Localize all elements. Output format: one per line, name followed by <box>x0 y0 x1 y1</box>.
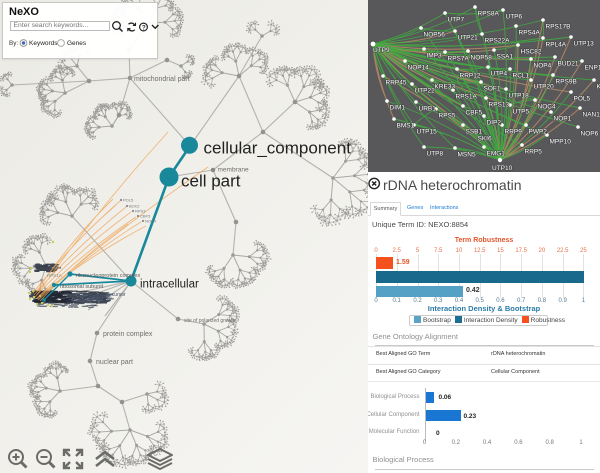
svg-text:RRP5: RRP5 <box>525 149 543 156</box>
svg-text:RPS13: RPS13 <box>489 102 510 109</box>
svg-text:UTP5: UTP5 <box>513 109 530 116</box>
svg-text:UTP21: UTP21 <box>458 35 479 42</box>
svg-text:RRP12: RRP12 <box>460 73 481 80</box>
svg-text:SOF1: SOF1 <box>484 86 501 93</box>
svg-text:MSN5: MSN5 <box>458 152 476 159</box>
svg-text:RPL4A: RPL4A <box>546 42 567 49</box>
svg-text:mitochondrial part: mitochondrial part <box>134 76 190 83</box>
svg-text:NOP58: NOP58 <box>471 55 493 62</box>
svg-text:cellular_component: cellular_component <box>204 139 352 158</box>
svg-text:RPS3: RPS3 <box>135 209 146 214</box>
svg-text:UTP13: UTP13 <box>574 41 595 48</box>
svg-text:protein complex: protein complex <box>103 331 153 338</box>
svg-text:intracellular: intracellular <box>140 279 199 291</box>
svg-text:RRP45: RRP45 <box>386 80 407 87</box>
svg-text:RPS4A: RPS4A <box>519 30 541 37</box>
svg-text:UTP6: UTP6 <box>506 14 523 21</box>
svg-text:RCL1: RCL1 <box>513 73 530 80</box>
svg-text:NOP14: NOP14 <box>408 65 430 72</box>
svg-text:UTP4: UTP4 <box>491 71 508 78</box>
svg-text:URB1: URB1 <box>419 106 437 113</box>
svg-text:BCK2: BCK2 <box>129 204 140 209</box>
svg-text:NAN1: NAN1 <box>583 112 600 119</box>
svg-text:UTP10: UTP10 <box>492 165 513 172</box>
svg-text:NOP6: NOP6 <box>581 131 599 138</box>
svg-text:EMG1: EMG1 <box>487 151 506 158</box>
svg-text:ribonucleoprotein complex: ribonucleoprotein complex <box>76 273 140 279</box>
svg-text:SSB1: SSB1 <box>466 129 483 136</box>
svg-text:UTP7: UTP7 <box>448 17 465 24</box>
svg-text:cell part: cell part <box>181 172 241 191</box>
svg-text:SSA1: SSA1 <box>497 54 514 61</box>
svg-text:KRE1: KRE1 <box>597 84 600 91</box>
svg-text:RPS5: RPS5 <box>439 113 456 120</box>
svg-text:RPS1A: RPS1A <box>456 94 478 101</box>
svg-text:UTP9: UTP9 <box>373 47 390 54</box>
svg-text:NOP4: NOP4 <box>145 219 157 224</box>
svg-text:HSC82: HSC82 <box>521 49 542 56</box>
svg-text:RPS17B: RPS17B <box>546 24 571 31</box>
svg-text:DIP2: DIP2 <box>487 120 502 127</box>
svg-text:ENP1: ENP1 <box>585 65 600 72</box>
svg-text:UTP18: UTP18 <box>509 93 530 100</box>
svg-text:membrane: membrane <box>218 167 249 174</box>
svg-text:UTP8: UTP8 <box>427 151 444 158</box>
svg-text:RPS1A: RPS1A <box>47 273 62 278</box>
svg-text:UTP22: UTP22 <box>415 88 436 95</box>
svg-text:KRE33: KRE33 <box>435 84 456 91</box>
svg-text:NOP4: NOP4 <box>534 63 552 70</box>
svg-text:NOP1: NOP1 <box>554 116 572 123</box>
svg-text:ribosomal subunit precursor: ribosomal subunit precursor <box>64 292 126 298</box>
svg-text:RPS9B: RPS9B <box>556 79 577 86</box>
svg-text:UTP15: UTP15 <box>417 129 438 136</box>
svg-text:RPS7A: RPS7A <box>448 56 470 63</box>
svg-text:POL5: POL5 <box>123 198 134 203</box>
svg-text:nuclear part: nuclear part <box>96 359 133 366</box>
svg-text:site of polarized growth: site of polarized growth <box>184 318 236 324</box>
svg-text:SKI6: SKI6 <box>478 136 492 143</box>
svg-text:IMP3: IMP3 <box>427 53 443 60</box>
svg-text:BUD21: BUD21 <box>558 61 579 68</box>
svg-text:RPS22A: RPS22A <box>485 38 511 45</box>
svg-text:DIM1: DIM1 <box>390 105 406 112</box>
svg-text:CBF5: CBF5 <box>466 110 483 117</box>
svg-text:PWP2: PWP2 <box>529 129 548 136</box>
svg-text:RPS8A: RPS8A <box>478 11 500 18</box>
svg-text:RRP9: RRP9 <box>505 129 523 136</box>
svg-text:POL5: POL5 <box>574 96 591 103</box>
svg-text:NOC4: NOC4 <box>538 104 556 111</box>
svg-text:UTP20: UTP20 <box>534 84 555 91</box>
svg-text:?: ? <box>142 25 146 31</box>
svg-text:NOP56: NOP56 <box>424 32 446 39</box>
svg-text:ribosomal subunit: ribosomal subunit <box>60 284 104 290</box>
svg-text:CBF5: CBF5 <box>140 214 151 219</box>
svg-text:MPP10: MPP10 <box>550 139 572 146</box>
svg-text:BMS1: BMS1 <box>397 123 415 130</box>
